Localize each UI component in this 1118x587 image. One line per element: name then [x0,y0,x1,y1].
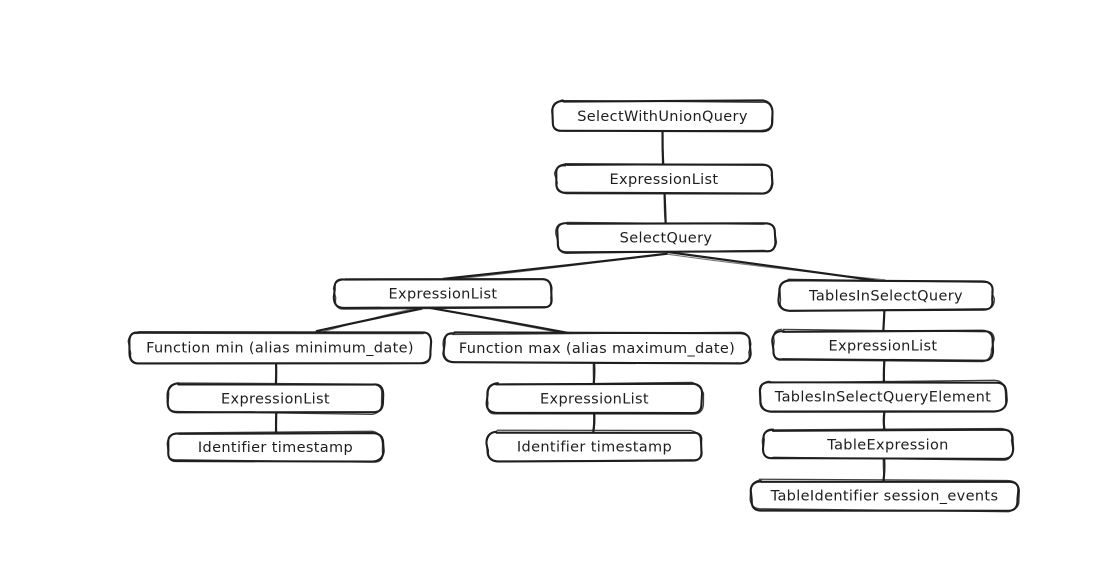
edge-n0-to-n1 [661,129,665,167]
edge-stroke-sketch [882,309,886,332]
node-box-sketch [486,381,705,415]
node-label: TableIdentifier session_events [770,489,999,505]
node-function-min-alias-minimum-date[interactable]: Function min (alias minimum_date) [127,331,433,365]
edge-stroke-sketch [592,413,596,434]
edge-stroke-sketch [274,363,278,385]
node-box-sketch [127,332,432,365]
node-tablesinselectqueryelement[interactable]: TablesInSelectQueryElement [758,379,1008,413]
edge-stroke-sketch [663,192,666,225]
node-label: Identifier timestamp [517,440,672,456]
node-label: Identifier timestamp [198,440,353,456]
edge-stroke-sketch [428,306,570,335]
node-expressionlist[interactable]: ExpressionList [485,381,705,415]
edge-stroke-sketch [661,130,665,167]
edge-n1-to-n2 [663,192,667,225]
edge-n5-to-n8 [274,361,278,386]
edge-stroke-sketch [275,412,278,433]
edge-n10-to-n13 [882,410,886,431]
edge-n2-to-n4 [665,250,888,284]
edge-stroke-sketch [592,362,595,385]
node-expressionlist[interactable]: ExpressionList [166,382,385,415]
edge-stroke-sketch [441,253,667,282]
node-label: ExpressionList [221,392,330,408]
node-box-sketch [759,379,1007,413]
node-label: TablesInSelectQuery [808,289,963,305]
node-label: ExpressionList [540,392,649,408]
node-box-sketch [167,382,383,415]
node-box-sketch [442,331,752,364]
edge-stroke [315,307,423,333]
node-box-sketch [761,427,1014,461]
node-box-sketch [551,99,774,132]
node-box-sketch [779,278,996,312]
node-label: ExpressionList [829,339,938,355]
edge-stroke-sketch [666,253,886,281]
edge-stroke-sketch [882,360,885,383]
edge-layer [274,129,888,483]
edge-n8-to-n11 [274,412,278,434]
node-box-sketch [772,328,995,363]
node-expressionlist[interactable]: ExpressionList [332,278,553,310]
node-box-sketch [166,430,384,463]
node-label: TableExpression [826,438,948,454]
node-label: TablesInSelectQueryElement [774,390,991,406]
node-tableidentifier-session-events[interactable]: TableIdentifier session_events [749,478,1021,513]
edge-n6-to-n9 [592,361,596,386]
edge-n7-to-n10 [882,358,886,384]
edge-n4-to-n7 [882,309,886,332]
node-expressionlist[interactable]: ExpressionList [771,328,995,363]
node-identifier-timestamp[interactable]: Identifier timestamp [166,430,385,463]
node-box-sketch [749,478,1021,513]
node-label: Function max (alias maximum_date) [459,341,735,357]
node-label: Function min (alias minimum_date) [146,341,414,357]
node-box-sketch [485,429,703,463]
node-label: SelectWithUnionQuery [577,109,748,125]
node-selectquery[interactable]: SelectQuery [555,221,778,254]
edge-stroke [665,250,888,284]
node-box-sketch [553,163,773,194]
node-expressionlist[interactable]: ExpressionList [553,163,774,195]
edge-n3-to-n6 [428,306,571,335]
node-selectwithunionquery[interactable]: SelectWithUnionQuery [551,99,774,133]
edge-n3-to-n5 [315,306,423,334]
node-tableexpression[interactable]: TableExpression [761,427,1015,461]
edge-n13-to-n14 [882,457,886,483]
node-function-max-alias-maximum-date[interactable]: Function max (alias maximum_date) [442,331,752,365]
node-label: SelectQuery [620,231,713,247]
edge-n2-to-n3 [441,252,668,282]
node-box[interactable] [771,329,995,362]
node-layer: SelectWithUnionQueryExpressionListSelect… [127,99,1021,513]
node-tablesinselectquery[interactable]: TablesInSelectQuery [777,278,996,312]
node-identifier-timestamp[interactable]: Identifier timestamp [485,429,703,463]
node-label: ExpressionList [389,287,498,303]
node-box-sketch [555,221,778,254]
node-label: ExpressionList [610,172,719,188]
node-box-sketch [332,278,553,310]
